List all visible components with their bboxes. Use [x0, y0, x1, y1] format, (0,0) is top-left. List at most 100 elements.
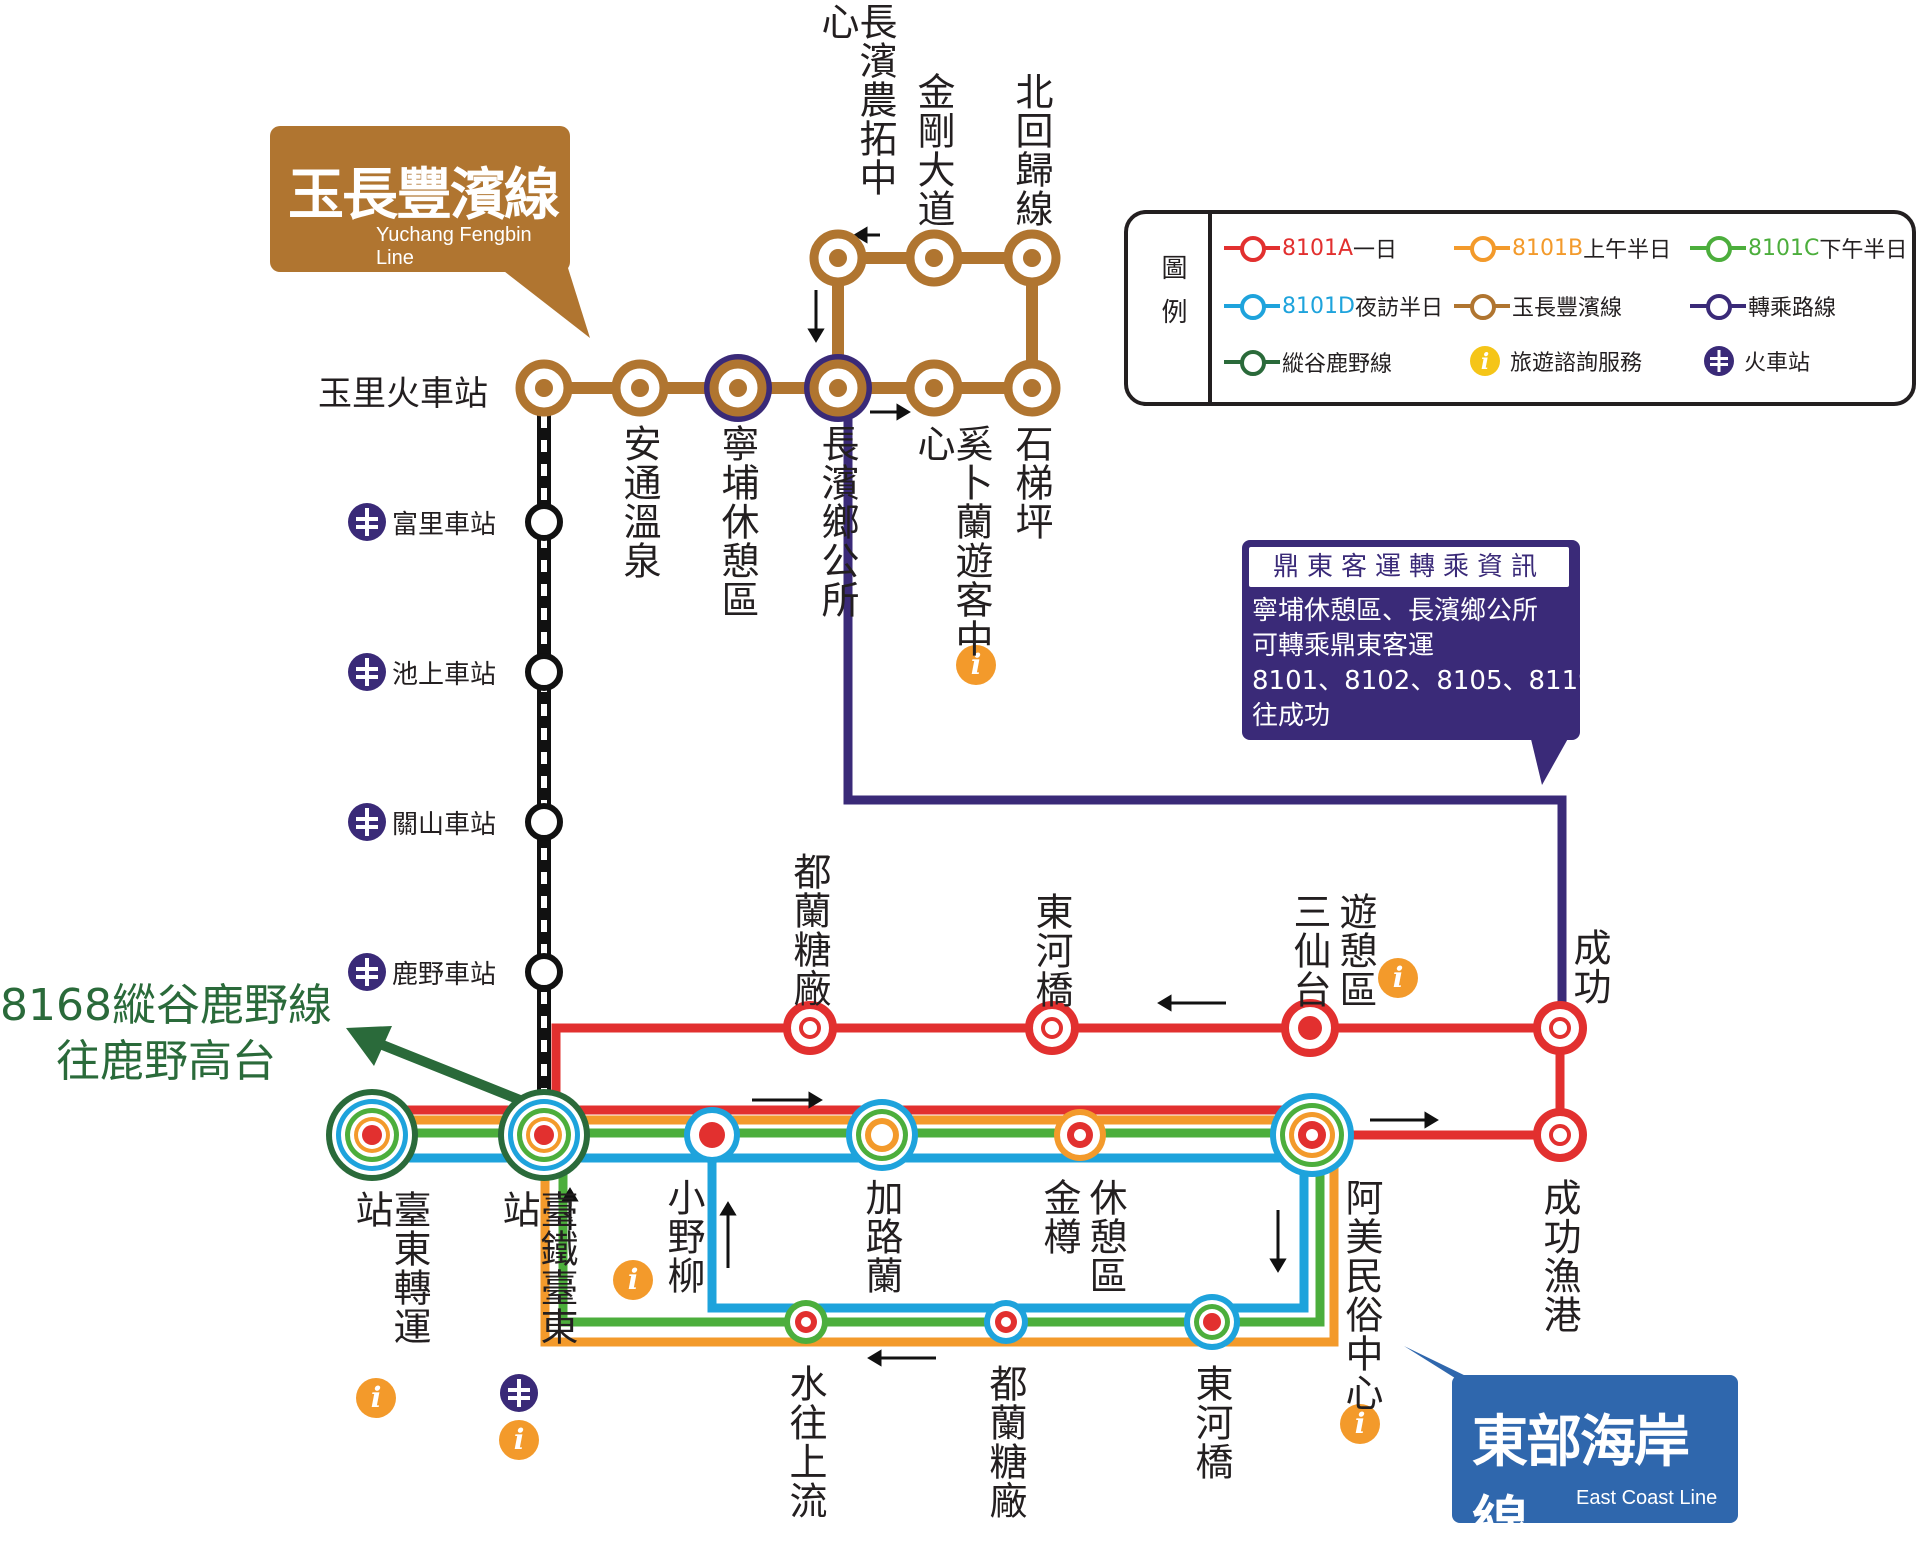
station-label-amis: 阿美民俗中心 [1339, 1178, 1383, 1412]
train-station-icon [348, 653, 386, 691]
train-station-icon [348, 503, 386, 541]
transfer-info-line: 寧埔休憩區、長濱鄉公所 [1252, 596, 1539, 626]
yuchang-route-line [544, 252, 1038, 394]
station-sanxiantai-node [1281, 999, 1339, 1057]
legend-item-label: 玉長豐濱線 [1512, 296, 1623, 321]
legend-line-symbol [1224, 234, 1280, 262]
legend-item-label: 縱谷鹿野線 [1282, 352, 1393, 377]
transfer-info-line: 可轉乘鼎東客運 [1252, 631, 1435, 661]
svg-text:i: i [971, 648, 982, 681]
station-ningpu-node [704, 354, 772, 422]
station-shitiping-node [1003, 359, 1061, 417]
east-coast-line-title: 東部海岸線 [1472, 1409, 1690, 1556]
station-label-chishang: 池上車站 [392, 660, 497, 690]
luye-line-note-1: 8168縱谷鹿野線 [0, 980, 332, 1031]
transfer-info-body: 寧埔休憩區、長濱鄉公所 可轉乘鼎東客運 8101、8102、8105、8119 … [1252, 594, 1595, 734]
station-label-fuli: 富里車站 [392, 510, 497, 540]
legend-item-label: 旅遊諮詢服務 [1510, 351, 1643, 376]
info-icon: i [1378, 958, 1418, 998]
station-label-ningpu: 寧埔休憩區 [715, 424, 759, 619]
yuchang-line-subtitle: Yuchang Fengbin Line [376, 224, 532, 269]
legend-item-code: 8101D [1282, 293, 1355, 319]
svg-text:i: i [1481, 349, 1489, 375]
transfer-box-pointer [1530, 735, 1570, 785]
train-station-icon [348, 953, 386, 991]
legend-line-symbol [1690, 234, 1746, 262]
train-station-icon [348, 803, 386, 841]
station-donghe-bottom-node [1184, 1294, 1240, 1350]
station-chenggong-port-node [1533, 1108, 1587, 1162]
legend-line-symbol [1454, 292, 1510, 320]
station-jingang-node [905, 229, 963, 287]
station-chenggong-node [1533, 1001, 1587, 1055]
legend-item-label: 轉乘路線 [1748, 296, 1837, 321]
transfer-info-box: 鼎東客運轉乘資訊 寧埔休憩區、長濱鄉公所 可轉乘鼎東客運 8101、8102、8… [1242, 540, 1595, 740]
info-icon: i [1340, 1404, 1380, 1444]
train-station-icon [1704, 346, 1734, 376]
svg-text:i: i [1355, 1407, 1366, 1440]
station-label-yuli: 玉里火車站 [318, 374, 488, 414]
station-label-xiaoyeliu: 小野柳 [661, 1178, 705, 1295]
legend-line-symbol [1224, 348, 1280, 376]
station-label-shuiwang: 水往上流 [783, 1364, 827, 1520]
station-antong-node [611, 359, 669, 417]
legend-line-symbol [1454, 234, 1510, 262]
rail-stations [525, 503, 563, 991]
station-taitung-transit-node [326, 1089, 418, 1181]
transfer-info-line: 往成功 [1252, 701, 1331, 731]
direction-arrows [561, 226, 1439, 1367]
legend-item-code: 8101A [1282, 235, 1354, 261]
station-label-changbin-farm: 長濱農拓中心 [815, 2, 897, 197]
route-map: i i i i i i [326, 226, 1587, 1460]
station-label-youqiqu: 遊憩區 [1333, 892, 1377, 1009]
station-label-jialulan: 加路蘭 [859, 1178, 903, 1295]
station-label-tropic: 北回歸線 [1009, 72, 1053, 228]
legend-item-info: i 旅遊諮詢服務 [1468, 344, 1642, 378]
legend-item-luye: 縱谷鹿野線 [1224, 346, 1392, 378]
luye-line-note: 8168縱谷鹿野線 往鹿野高台 [0, 978, 332, 1090]
station-dulan-top-node [783, 1001, 837, 1055]
train-station-icons [348, 503, 538, 1412]
station-luye-node [525, 953, 563, 991]
station-label-jinzun-rest-area: 休憩區 [1083, 1178, 1127, 1295]
station-amis-node [1270, 1093, 1354, 1177]
station-yuli-node [515, 359, 573, 417]
station-label-donghe-bottom: 東河橋 [1189, 1364, 1233, 1481]
svg-text:i: i [628, 1263, 639, 1296]
legend-line-symbol [1690, 292, 1746, 320]
station-tropic-node [1003, 229, 1061, 287]
red-line-stations [783, 999, 1587, 1162]
info-icon: i [356, 1378, 396, 1418]
transfer-info-title: 鼎東客運轉乘資訊 [1249, 547, 1569, 587]
luye-arrow [346, 1026, 522, 1105]
station-fuli-node [525, 503, 563, 541]
station-jinzun-node [1054, 1109, 1106, 1161]
legend-title: 圖例 [1157, 254, 1187, 342]
svg-text:i: i [1393, 961, 1404, 994]
hub-stations [326, 1089, 1354, 1350]
legend-item-label: 上午半日 [1583, 238, 1672, 263]
legend-divider [1208, 214, 1212, 402]
transfer-route-line [843, 390, 1567, 1020]
station-label-guanshan: 關山車站 [392, 810, 497, 840]
luye-line-note-2: 往鹿野高台 [55, 1036, 276, 1087]
station-guanshan-node [525, 803, 563, 841]
station-label-antong: 安通溫泉 [617, 424, 661, 580]
station-label-donghe-top: 東河橋 [1029, 892, 1073, 1009]
legend-item-train-station: 火車站 [1702, 344, 1810, 378]
station-donghe-top-node [1025, 1001, 1079, 1055]
info-icon: i [956, 645, 996, 685]
legend-item-code: 8101C [1748, 235, 1820, 261]
station-label-chenggong-port: 成功漁港 [1537, 1178, 1581, 1334]
station-label-xibulan: 奚卜蘭遊客中心 [911, 424, 993, 658]
station-shuiwang-node [784, 1300, 828, 1344]
station-chishang-node [525, 653, 563, 691]
east-coast-line-badge: 東部海岸線 East Coast Line [1452, 1375, 1738, 1556]
station-xiaoyeliu-node [684, 1107, 740, 1163]
train-station-icon [500, 1374, 538, 1412]
svg-text:i: i [514, 1423, 525, 1456]
station-label-taitung-transit: 臺東轉運站 [349, 1190, 431, 1346]
